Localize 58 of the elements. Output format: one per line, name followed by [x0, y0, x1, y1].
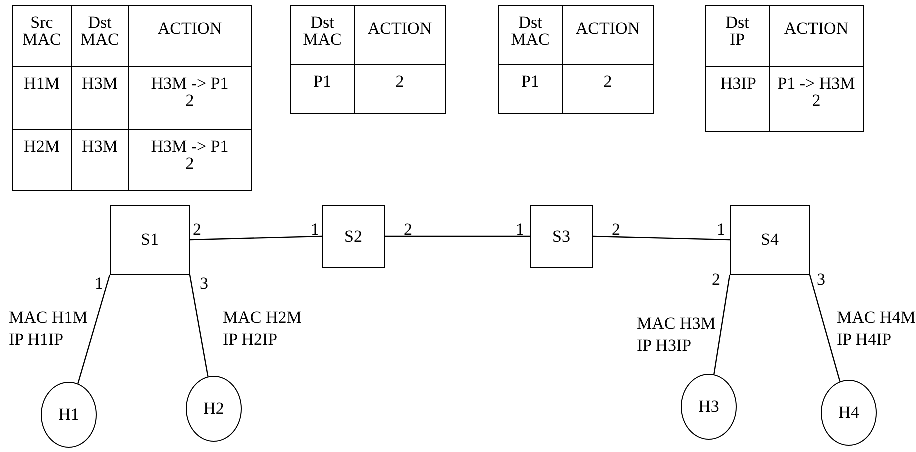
table-cell: 2	[562, 64, 654, 114]
link-line	[189, 274, 209, 377]
node-label: H3	[698, 397, 720, 417]
port-number: 2	[612, 222, 620, 238]
column-header: Dst MAC	[290, 6, 354, 64]
column-header: ACTION	[354, 6, 446, 64]
address-label: MAC H2M	[223, 307, 302, 329]
column-header: Src MAC	[12, 6, 72, 66]
address-label: MAC H3M	[637, 313, 716, 335]
address-label: IP H3IP	[637, 335, 692, 357]
address-label: IP H1IP	[9, 329, 64, 351]
port-number: 1	[516, 222, 524, 238]
table-cell: H1M	[12, 66, 72, 130]
port-number: 1	[95, 276, 104, 292]
table-cell: H3M	[72, 130, 128, 190]
link-line	[714, 274, 731, 375]
address-label: MAC H1M	[9, 307, 88, 329]
column-header: Dst MAC	[72, 6, 128, 66]
node-label: H1	[58, 405, 80, 425]
switch-box	[110, 205, 190, 275]
node-label: S2	[344, 226, 362, 246]
link-line	[385, 236, 530, 238]
port-number: 2	[404, 222, 412, 238]
switch-box	[730, 205, 810, 275]
address-label: IP H2IP	[223, 329, 278, 351]
address-label: IP H4IP	[837, 329, 892, 351]
node-label: S1	[141, 230, 159, 250]
table-cell: H3M -> P1 2	[128, 130, 252, 190]
node-label: S4	[761, 230, 779, 250]
column-header: Dst IP	[706, 6, 770, 66]
column-header: ACTION	[562, 6, 654, 64]
table-cell: P1	[498, 64, 562, 114]
table-cell: P1	[290, 64, 354, 114]
table-cell: H3M	[72, 66, 128, 130]
table-cell: 2	[354, 64, 446, 114]
port-number: 2	[193, 222, 202, 238]
table-cell: H3M -> P1 2	[128, 66, 252, 130]
port-number: 2	[712, 272, 720, 288]
switch-box	[322, 205, 385, 268]
table-cell: P1 -> H3M 2	[770, 66, 864, 132]
node-label: H4	[838, 403, 860, 423]
column-header: Dst MAC	[498, 6, 562, 64]
table-cell: H3IP	[706, 66, 770, 132]
switch-box	[530, 205, 593, 268]
link-line	[809, 274, 841, 382]
node-label: H2	[204, 399, 224, 419]
column-header: ACTION	[128, 6, 252, 66]
link-line	[592, 236, 730, 241]
column-header: ACTION	[770, 6, 864, 66]
port-number: 1	[717, 222, 726, 238]
node-label: S3	[552, 226, 570, 246]
port-number: 3	[817, 272, 826, 288]
link-line	[190, 236, 322, 241]
table-cell: H2M	[12, 130, 72, 190]
address-label: MAC H4M	[837, 307, 916, 329]
port-number: 3	[200, 276, 208, 292]
link-line	[78, 274, 111, 384]
port-number: 1	[311, 222, 320, 238]
